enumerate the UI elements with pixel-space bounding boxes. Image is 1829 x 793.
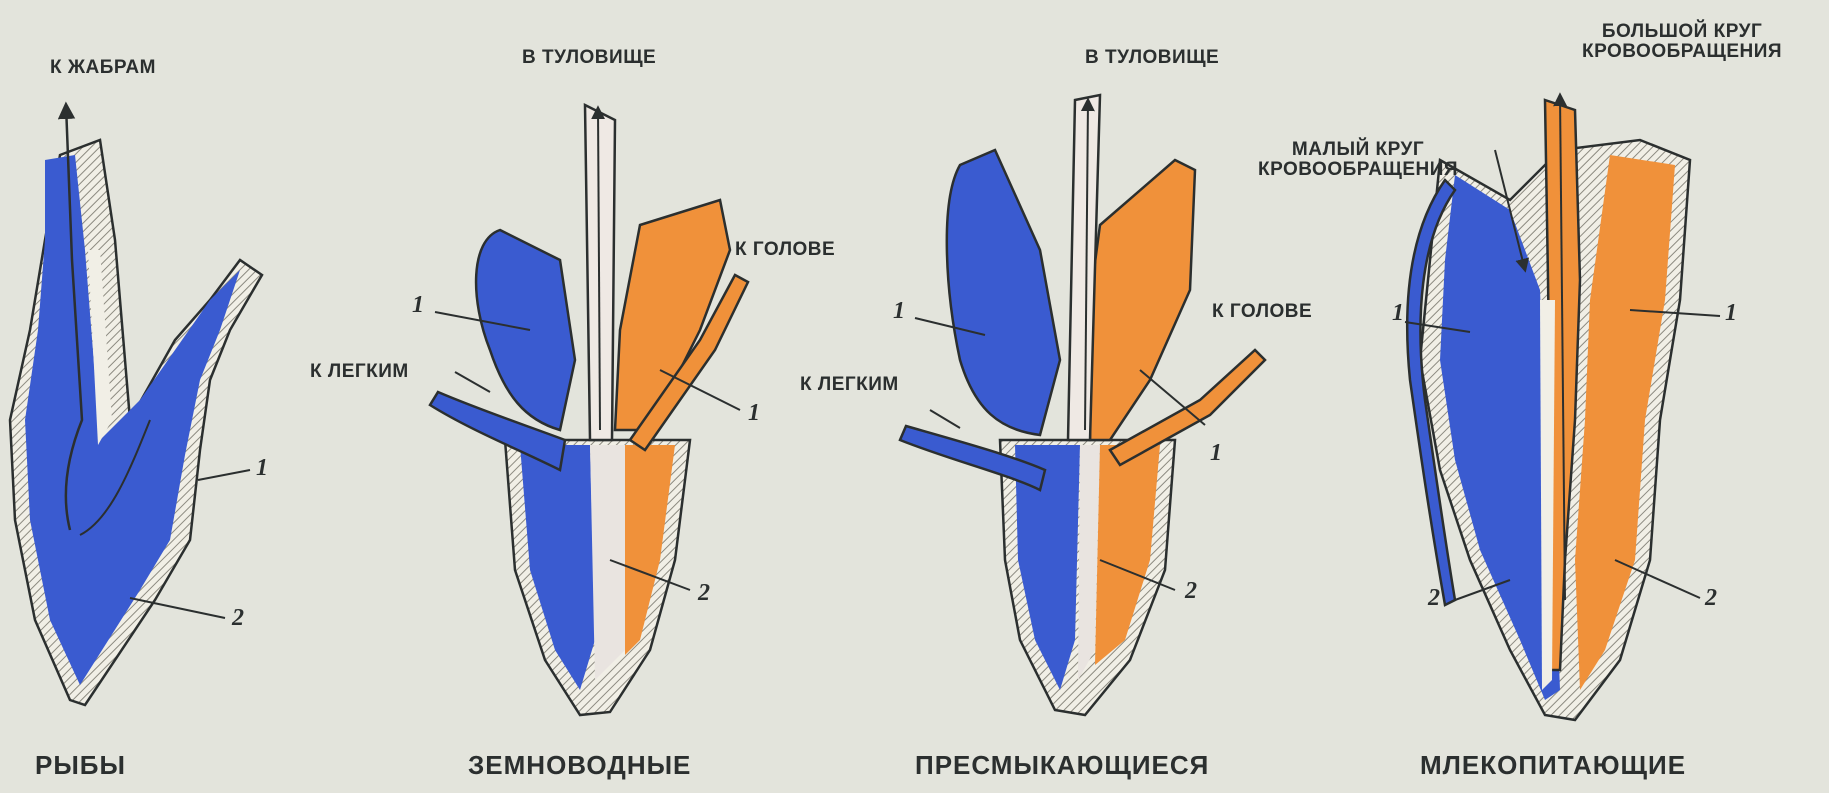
amphibian-pointer-lungs (455, 372, 490, 392)
amphibian-ventricle-venous (520, 445, 595, 690)
reptile-to-head-label: К ГОЛОВЕ (1212, 302, 1312, 322)
mammal-number-1-right: 1 (1725, 300, 1737, 327)
mammal-number-2-left: 2 (1428, 585, 1440, 612)
fish-number-1: 1 (256, 455, 268, 482)
mammal-pulmonary-circulation-label: МАЛЫЙ КРУГ КРОВООБРАЩЕНИЯ (1258, 140, 1458, 180)
reptile-to-lungs-label: К ЛЕГКИМ (800, 375, 899, 395)
fish-caption: РЫБЫ (35, 752, 126, 779)
fish-heart (10, 105, 262, 705)
amphibian-heart (430, 105, 748, 715)
reptile-pointer-lungs (930, 410, 960, 428)
reptile-number-2: 2 (1185, 578, 1197, 605)
amphibian-to-head-label: К ГОЛОВЕ (735, 240, 835, 260)
mammal-number-1-left: 1 (1392, 300, 1404, 327)
fish-pointer-1 (198, 470, 250, 480)
reptile-number-1-left: 1 (893, 298, 905, 325)
amphibian-number-1-left: 1 (412, 292, 424, 319)
mammal-heart (1405, 95, 1720, 720)
fish-to-gills-label: К ЖАБРАМ (50, 58, 156, 78)
amphibian-caption: ЗЕМНОВОДНЫЕ (468, 752, 691, 779)
reptile-heart (900, 95, 1265, 715)
amphibian-number-2: 2 (698, 580, 710, 607)
reptile-right-atrium (947, 150, 1060, 435)
reptile-left-atrium (1090, 160, 1195, 440)
mammal-caption: МЛЕКОПИТАЮЩИЕ (1420, 752, 1686, 779)
amphibian-ventricle-mixed (590, 445, 625, 680)
reptile-to-trunk-label: В ТУЛОВИЩЕ (1085, 48, 1219, 68)
reptile-ventricle-arterial (1095, 445, 1160, 665)
amphibian-to-lungs-label: К ЛЕГКИМ (310, 362, 409, 382)
reptile-caption: ПРЕСМЫКАЮЩИЕСЯ (915, 752, 1209, 779)
reptile-number-1-right: 1 (1210, 440, 1222, 467)
fish-number-2: 2 (232, 605, 244, 632)
amphibian-to-trunk-label: В ТУЛОВИЩЕ (522, 48, 656, 68)
amphibian-number-1-right: 1 (748, 400, 760, 427)
mammal-systemic-circulation-label: БОЛЬШОЙ КРУГ КРОВООБРАЩЕНИЯ (1582, 22, 1782, 62)
mammal-number-2-right: 2 (1705, 585, 1717, 612)
